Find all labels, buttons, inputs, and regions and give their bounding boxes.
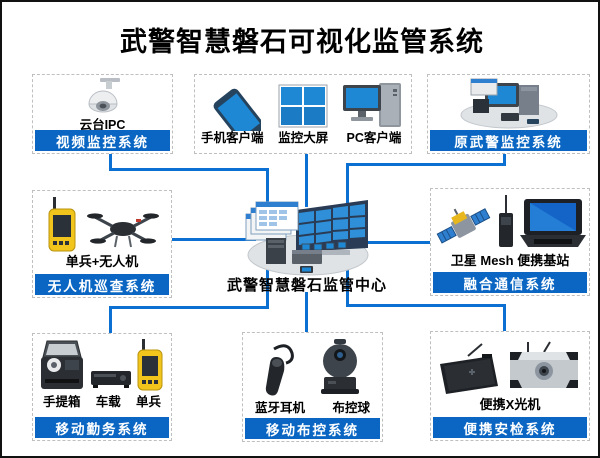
connector-line	[503, 152, 506, 166]
device-label: 监控大屏	[278, 131, 329, 145]
base-station-icon	[520, 199, 586, 247]
device-label: 单兵+无人机	[65, 254, 139, 269]
connector-line	[503, 304, 506, 332]
node-drone-patrol: 单兵+无人机 无人机巡查系统	[32, 190, 172, 298]
system-bar-drone-patrol: 无人机巡查系统	[35, 274, 169, 295]
drone-icon	[87, 213, 159, 248]
xray-detector-icon	[510, 341, 578, 388]
center-label: 武警智慧磐石监管中心	[226, 277, 387, 294]
pc-icon	[342, 83, 401, 127]
connector-line	[305, 153, 308, 207]
system-bar-legacy: 原武警监控系统	[430, 130, 587, 151]
device-label: 云台IPC	[79, 118, 126, 132]
video-wall-icon	[278, 84, 328, 128]
node-comm: 卫星 Mesh 便携基站 融合通信系统	[430, 188, 590, 296]
connector-line	[305, 292, 308, 333]
connector-line	[358, 241, 430, 244]
node-mobile-deploy: 蓝牙耳机 布控球 移动布控系统	[242, 332, 383, 442]
connector-line	[346, 257, 349, 307]
system-bar-security-check: 便携安检系统	[433, 417, 587, 438]
suitcase-kit-icon	[41, 340, 83, 389]
device-label: PC客户端	[346, 131, 402, 145]
device-label: 手机客户端	[201, 131, 264, 145]
ptz-camera-icon	[87, 78, 120, 113]
device-label: 卫星 Mesh 便携基站	[450, 253, 570, 268]
device-label: 单兵	[135, 395, 161, 409]
node-security-check: 便携X光机 便携安检系统	[430, 331, 590, 441]
client-wall: 监控大屏	[277, 83, 329, 145]
connector-line	[346, 163, 349, 221]
legacy-system-icon	[460, 78, 557, 129]
node-video-surveillance: 云台IPC 视频监控系统	[32, 74, 173, 154]
bluetooth-headset-icon	[265, 344, 294, 396]
mesh-radio-icon	[499, 195, 513, 247]
vehicle-device-icon	[91, 371, 131, 388]
command-center-illustration	[245, 200, 369, 276]
system-bar-comm: 融合通信系统	[433, 272, 587, 293]
node-mobile-duty: 手提箱 车载 单兵 移动勤务系统	[32, 333, 172, 441]
satellite-icon	[436, 208, 491, 244]
page-title: 武警智慧磐石可视化监管系统	[120, 27, 484, 57]
device-label: 便携X光机	[479, 397, 541, 412]
client-pc: PC客户端	[342, 81, 405, 145]
device-label: 布控球	[332, 401, 370, 415]
connector-line	[109, 306, 269, 309]
connector-line	[346, 163, 506, 166]
device-label: 蓝牙耳机	[255, 401, 306, 415]
smartphone-icon	[213, 88, 262, 131]
connector-line	[109, 152, 112, 171]
device-label: 手提箱	[43, 395, 81, 409]
ball-camera-icon	[320, 339, 359, 394]
system-bar-mobile-deploy: 移动布控系统	[245, 418, 380, 439]
client-mobile: 手机客户端	[201, 83, 264, 145]
system-bar-video-surveillance: 视频监控系统	[35, 130, 170, 151]
xray-panel-icon	[440, 343, 498, 394]
node-legacy-system: 原武警监控系统	[427, 74, 590, 154]
handheld-terminal-icon	[137, 339, 163, 391]
connector-line	[109, 168, 269, 171]
connector-line	[266, 168, 269, 216]
connector-line	[109, 306, 112, 335]
node-clients: 手机客户端 监控大屏 PC客户端	[194, 74, 412, 154]
device-label: 车载	[95, 395, 121, 409]
connector-line	[172, 238, 256, 241]
connector-line	[346, 304, 506, 307]
system-bar-mobile-duty: 移动勤务系统	[35, 417, 169, 438]
handheld-terminal-icon	[48, 197, 76, 252]
connector-line	[266, 266, 269, 309]
